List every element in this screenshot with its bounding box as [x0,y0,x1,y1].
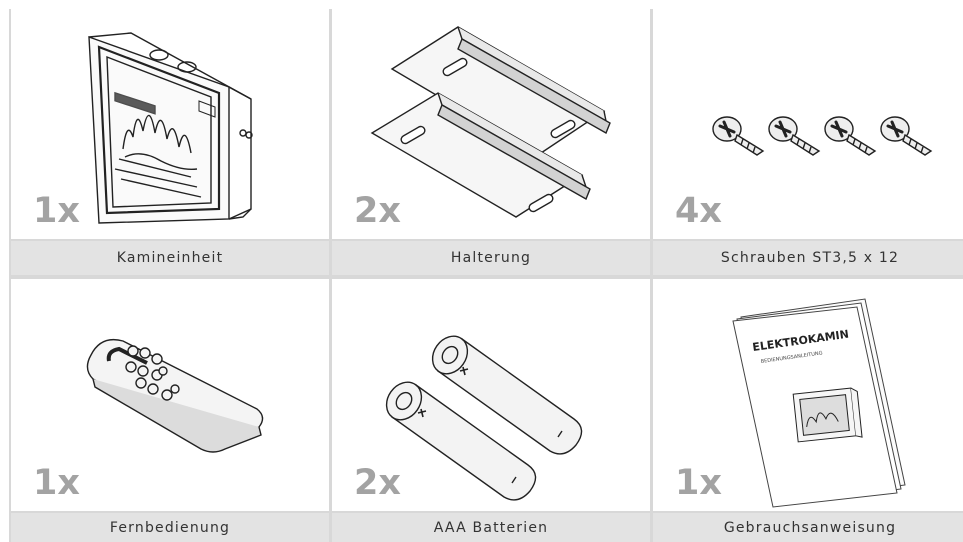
quantity-text: 4x [675,191,722,231]
mounting-bracket-icon [370,26,611,218]
item-cell-fireplace: 1x [11,9,329,239]
quantity-text: 1x [33,463,80,503]
battery-icon [385,335,583,501]
item-label: Halterung [332,241,650,275]
item-label: Kamineinheit [11,241,329,275]
item-cell-manual: ELEKTROKAMIN BEDIENUNGSANLEITUNG 1x [653,279,963,511]
remote-control-icon [86,338,264,453]
quantity-text: 1x [675,463,722,503]
fireplace-insert-icon [88,32,253,224]
item-cell-batteries: 2x [332,279,650,511]
contents-grid: 1x 2x [9,9,963,542]
quantity-text: 1x [33,191,80,231]
manual-icon: ELEKTROKAMIN BEDIENUNGSANLEITUNG [732,298,906,508]
item-label: Fernbedienung [11,513,329,542]
item-label: Gebrauchsanweisung [653,513,963,542]
screw-icon [712,116,933,156]
quantity-text: 2x [354,191,401,231]
quantity-text: 2x [354,463,401,503]
item-label: AAA Batterien [332,513,650,542]
item-label: Schrauben ST3,5 x 12 [653,241,963,275]
item-cell-remote: 1x [11,279,329,511]
item-cell-screws: 4x [653,9,963,239]
item-cell-bracket: 2x [332,9,650,239]
